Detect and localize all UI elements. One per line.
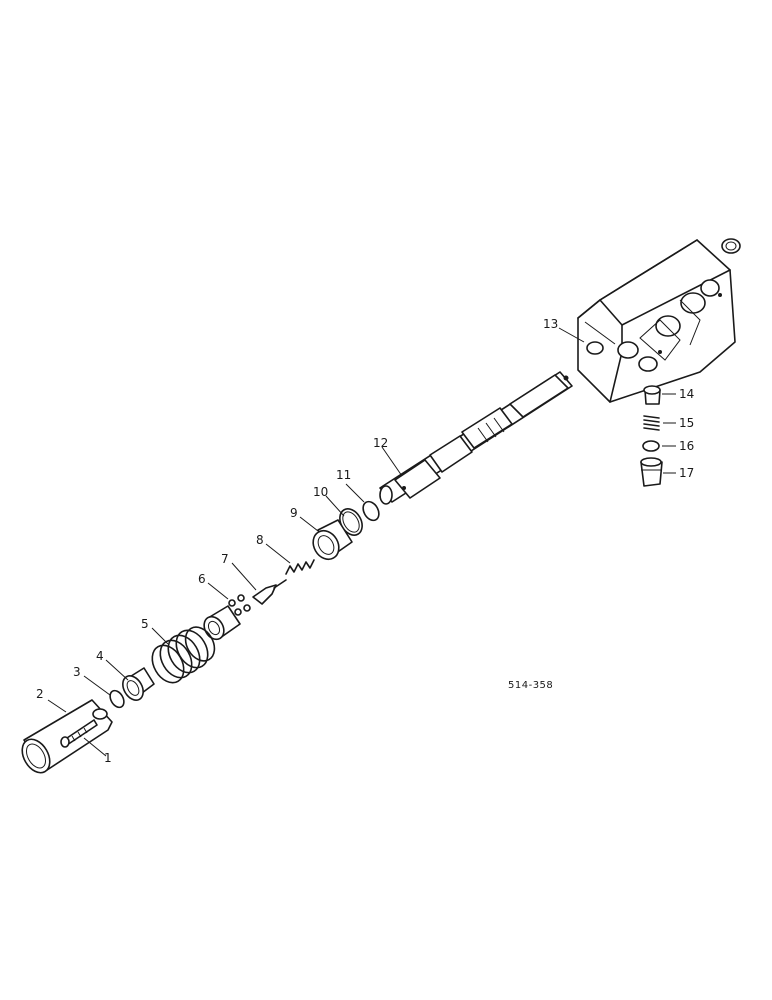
stepped-bushing xyxy=(203,605,241,641)
part-15-spring xyxy=(643,415,660,431)
callout-7: 7 xyxy=(221,552,229,566)
callout-11: 11 xyxy=(336,468,351,482)
callout-16: 16 xyxy=(679,439,694,453)
callout-12: 12 xyxy=(373,436,388,450)
callout-5: 5 xyxy=(141,617,149,631)
callout-1: 1 xyxy=(104,751,112,765)
callout-17: 17 xyxy=(679,466,694,480)
part-11-o-ring xyxy=(362,500,380,522)
part-17-poppet xyxy=(640,457,663,487)
part-12-spool xyxy=(379,371,573,505)
callout-14: 14 xyxy=(679,387,694,401)
part-14-plug xyxy=(643,385,661,405)
part-8-spring xyxy=(285,559,315,575)
part-1-bolt xyxy=(60,719,98,748)
callout-4: 4 xyxy=(96,649,104,663)
callout-6: 6 xyxy=(198,572,206,586)
part-3-snap-ring xyxy=(109,689,125,709)
callout-2: 2 xyxy=(36,687,44,701)
figure-reference: 514-358 xyxy=(508,680,553,691)
callout-9: 9 xyxy=(290,506,298,520)
part-2-end-cap xyxy=(21,699,113,774)
callout-13: 13 xyxy=(543,317,558,331)
part-7-pin xyxy=(252,579,287,605)
leader-lines xyxy=(47,327,676,757)
callout-10: 10 xyxy=(313,485,328,499)
callout-15: 15 xyxy=(679,416,694,430)
callout-3: 3 xyxy=(73,665,81,679)
part-9-sleeve xyxy=(312,519,353,561)
callout-8: 8 xyxy=(256,533,264,547)
part-4-cup-washer xyxy=(122,667,155,701)
part-13-valve-body xyxy=(577,239,736,403)
part-6-balls xyxy=(228,594,251,616)
callouts: 1 2 3 4 5 6 7 8 9 10 11 12 13 14 15 16 1… xyxy=(36,317,694,765)
part-16-o-ring xyxy=(642,440,660,452)
o-ring-top-right xyxy=(721,238,741,254)
